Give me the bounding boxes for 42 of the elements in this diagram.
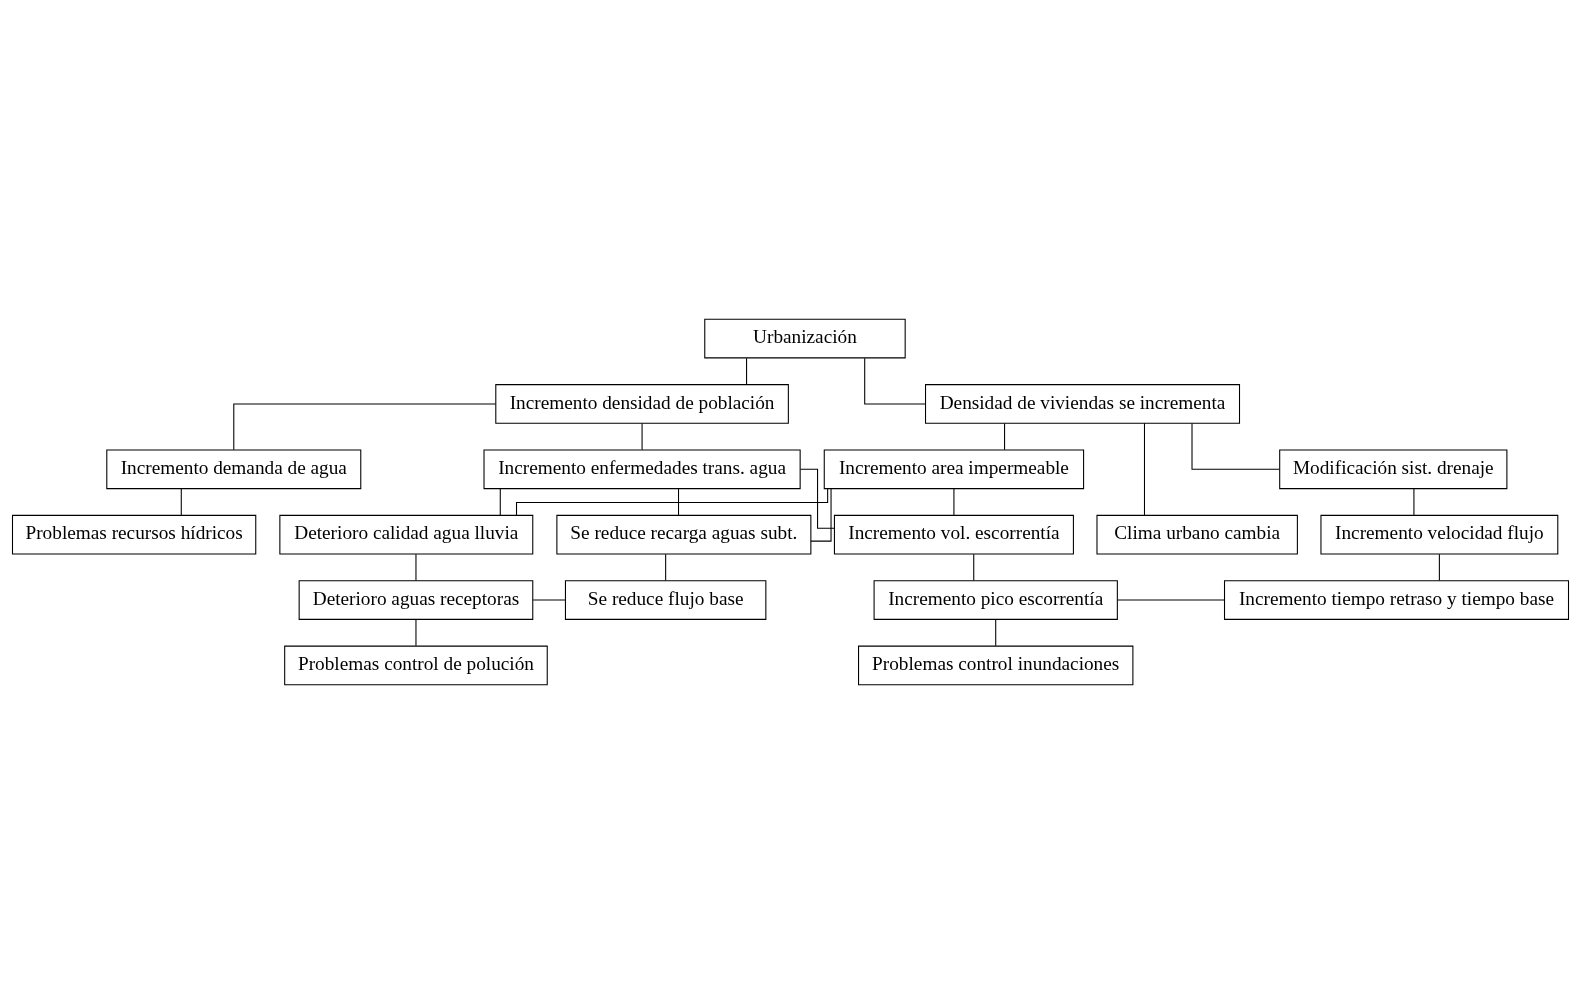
connector: [1413, 487, 1415, 516]
node-box: Incremento enfermedades trans. agua: [483, 449, 801, 489]
connector: [1117, 599, 1225, 601]
node-box: Problemas control de polución: [284, 645, 548, 685]
node-box: Problemas control inundaciones: [858, 645, 1134, 685]
connector: [499, 487, 501, 516]
connector: [799, 468, 835, 529]
connector: [415, 618, 417, 646]
node-box: Incremento velocidad flujo: [1320, 514, 1559, 554]
connector: [665, 553, 667, 581]
node-box: Modificación sist. drenaje: [1279, 449, 1508, 489]
connector: [532, 599, 566, 601]
connector: [746, 357, 748, 385]
node-box: Incremento tiempo retraso y tiempo base: [1223, 579, 1570, 620]
connector: [516, 487, 829, 516]
connector: [953, 487, 955, 516]
connector: [180, 487, 182, 516]
connector: [864, 357, 926, 404]
connector: [641, 422, 643, 450]
connector: [1191, 422, 1280, 470]
connector: [995, 618, 997, 646]
connector: [415, 553, 417, 581]
node-box: Problemas recursos hídricos: [11, 514, 257, 554]
node-box: Incremento pico escorrentía: [873, 579, 1118, 620]
connector: [1438, 553, 1440, 581]
connector: [810, 487, 832, 542]
node-box: Clima urbano cambia: [1096, 514, 1298, 554]
node-box: Se reduce flujo base: [564, 579, 767, 620]
connector: [1143, 422, 1146, 516]
node-box: Deterioro aguas receptoras: [298, 579, 534, 620]
node-box: Incremento vol. escorrentía: [833, 514, 1074, 554]
node-box: Incremento area impermeable: [823, 449, 1085, 489]
node-box: Deterioro calidad agua lluvia: [279, 514, 534, 554]
node-box: Se reduce recarga aguas subt.: [556, 514, 812, 554]
node-box: Urbanización: [704, 318, 906, 358]
connector: [677, 487, 680, 516]
connector: [233, 402, 497, 450]
connector: [1004, 422, 1006, 450]
node-box: Densidad de viviendas se incrementa: [925, 383, 1241, 424]
connector: [973, 553, 975, 581]
node-box: Incremento demanda de agua: [106, 449, 362, 489]
node-box: Incremento densidad de población: [495, 383, 789, 424]
